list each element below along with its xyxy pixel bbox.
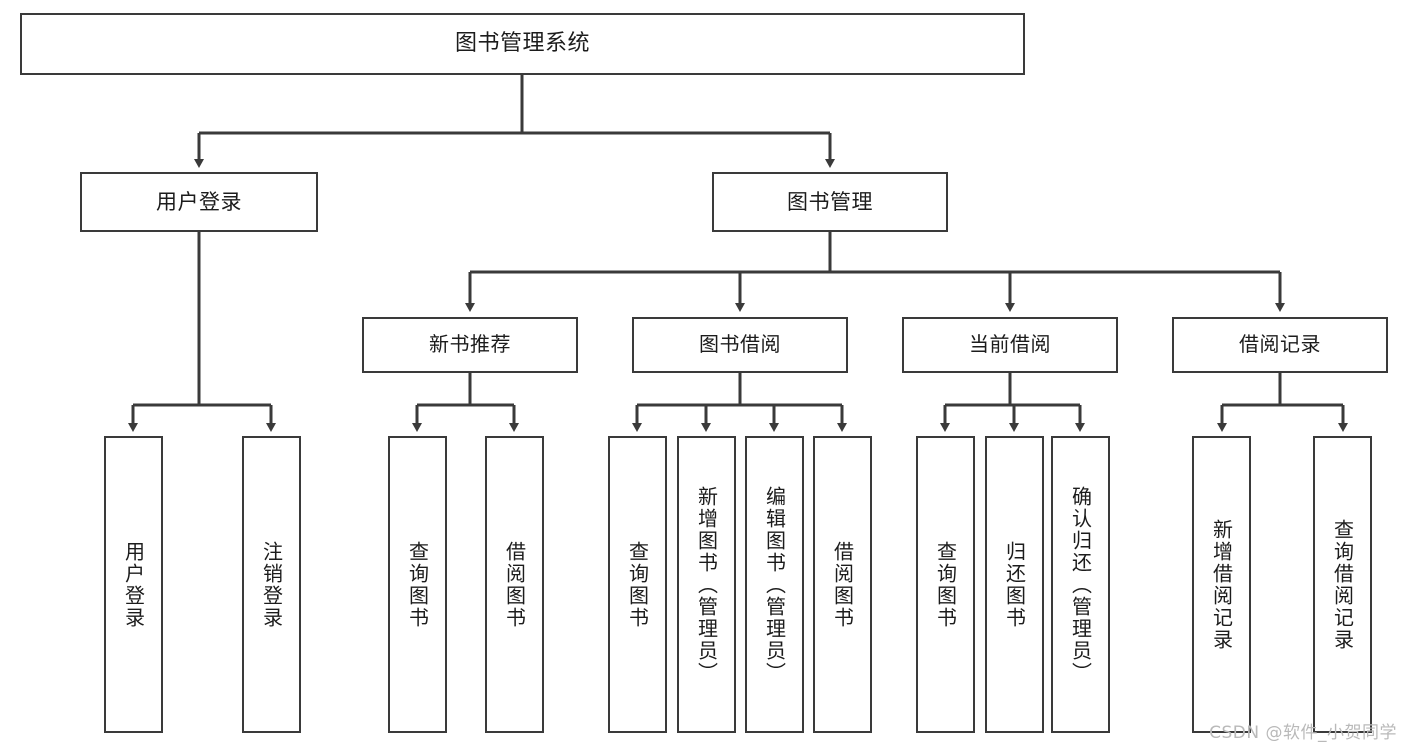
node-current-borrow-child-3-label: 确认归还（管理员）	[1068, 485, 1093, 684]
node-current-borrow-child-1[interactable]: 查询图书	[916, 436, 975, 733]
node-user-login-child-2-label: 注销登录	[259, 540, 284, 629]
node-new-book-recommend-child-1-label: 查询图书	[405, 540, 430, 629]
node-book-borrow-child-4-label: 借阅图书	[830, 540, 855, 629]
node-new-book-recommend-child-2-label: 借阅图书	[502, 540, 527, 629]
node-book-borrow-child-2[interactable]: 新增图书（管理员）	[677, 436, 736, 733]
node-new-book-recommend-child-2[interactable]: 借阅图书	[485, 436, 544, 733]
watermark-text: CSDN @软件_小贺同学	[1209, 723, 1397, 743]
node-current-borrow-child-2-label: 归还图书	[1002, 540, 1027, 629]
node-book-borrow-child-1-label: 查询图书	[625, 540, 650, 629]
node-new-book-recommend[interactable]: 新书推荐	[362, 317, 578, 373]
node-root-label: 图书管理系统	[454, 31, 590, 57]
node-book-manage-label: 图书管理	[787, 189, 873, 214]
node-book-borrow-child-3-label: 编辑图书（管理员）	[762, 485, 787, 684]
node-book-borrow-child-2-label: 新增图书（管理员）	[694, 485, 719, 684]
node-new-book-recommend-label: 新书推荐	[429, 332, 511, 357]
node-current-borrow-child-2[interactable]: 归还图书	[985, 436, 1044, 733]
node-new-book-recommend-child-1[interactable]: 查询图书	[388, 436, 447, 733]
node-root[interactable]: 图书管理系统	[20, 13, 1025, 75]
node-user-login[interactable]: 用户登录	[80, 172, 318, 232]
node-book-borrow[interactable]: 图书借阅	[632, 317, 848, 373]
node-current-borrow-child-1-label: 查询图书	[933, 540, 958, 629]
node-borrow-record-label: 借阅记录	[1239, 332, 1321, 357]
node-borrow-record-child-1[interactable]: 新增借阅记录	[1192, 436, 1251, 733]
node-current-borrow[interactable]: 当前借阅	[902, 317, 1118, 373]
node-book-borrow-label: 图书借阅	[699, 332, 781, 357]
node-borrow-record-child-1-label: 新增借阅记录	[1209, 518, 1234, 651]
node-book-borrow-child-1[interactable]: 查询图书	[608, 436, 667, 733]
node-current-borrow-child-3[interactable]: 确认归还（管理员）	[1051, 436, 1110, 733]
node-book-manage[interactable]: 图书管理	[712, 172, 948, 232]
node-book-borrow-child-3[interactable]: 编辑图书（管理员）	[745, 436, 804, 733]
node-borrow-record[interactable]: 借阅记录	[1172, 317, 1388, 373]
node-user-login-child-2[interactable]: 注销登录	[242, 436, 301, 733]
node-borrow-record-child-2[interactable]: 查询借阅记录	[1313, 436, 1372, 733]
node-current-borrow-label: 当前借阅	[969, 332, 1051, 357]
node-user-login-label: 用户登录	[156, 189, 242, 214]
node-borrow-record-child-2-label: 查询借阅记录	[1330, 518, 1355, 651]
node-user-login-child-1[interactable]: 用户登录	[104, 436, 163, 733]
node-user-login-child-1-label: 用户登录	[121, 540, 146, 629]
node-book-borrow-child-4[interactable]: 借阅图书	[813, 436, 872, 733]
